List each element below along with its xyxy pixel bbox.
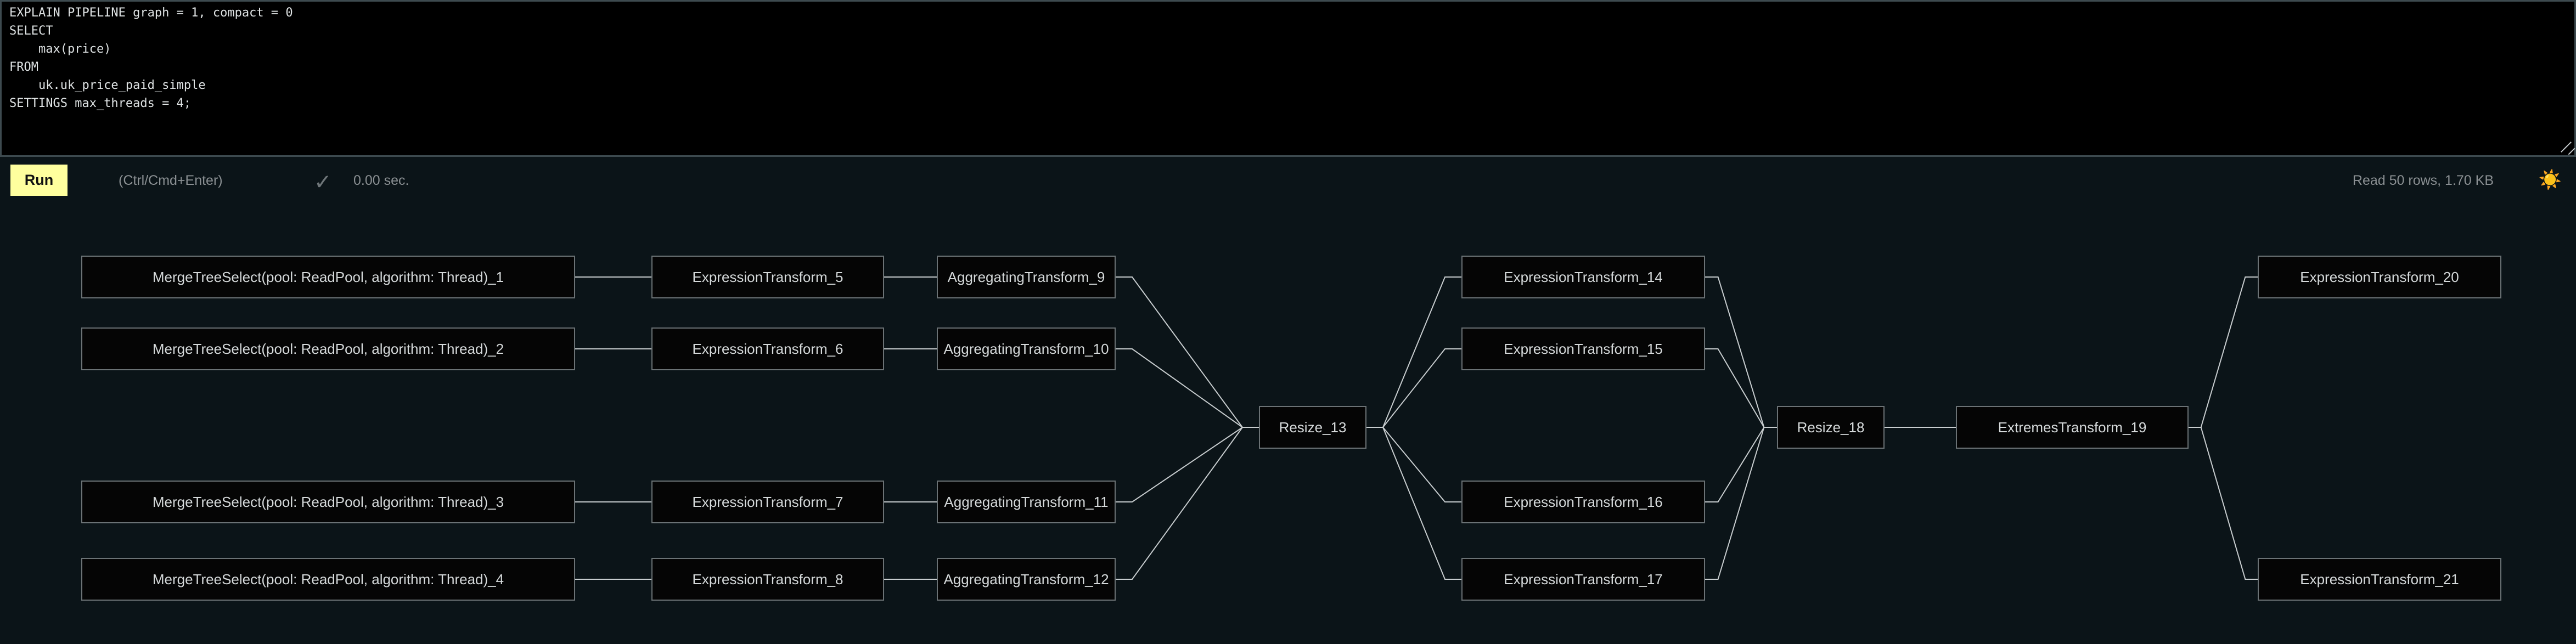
- graph-node-label: AggregatingTransform_10: [943, 340, 1109, 357]
- graph-node[interactable]: MergeTreeSelect(pool: ReadPool, algorith…: [81, 558, 575, 601]
- query-editor-panel: [0, 0, 2576, 157]
- graph-node[interactable]: ExpressionTransform_21: [2258, 558, 2501, 601]
- graph-node[interactable]: ExpressionTransform_5: [651, 256, 884, 298]
- sun-icon[interactable]: ☀️: [2538, 170, 2562, 190]
- graph-node-label: ExpressionTransform_21: [2300, 570, 2459, 587]
- graph-node-label: ExpressionTransform_14: [1504, 268, 1663, 285]
- graph-node[interactable]: AggregatingTransform_10: [937, 327, 1116, 370]
- graph-edge: [1705, 276, 1777, 428]
- run-button[interactable]: Run: [10, 165, 68, 196]
- graph-node-label: ExpressionTransform_16: [1504, 493, 1663, 510]
- graph-node-label: ExpressionTransform_7: [692, 493, 843, 510]
- query-toolbar: Run (Ctrl/Cmd+Enter) ✓ 0.00 sec. Read 50…: [0, 157, 2576, 206]
- graph-node-label: ExpressionTransform_20: [2300, 268, 2459, 285]
- graph-node[interactable]: ExtremesTransform_19: [1956, 406, 2189, 449]
- graph-node[interactable]: ExpressionTransform_8: [651, 558, 884, 601]
- graph-node[interactable]: AggregatingTransform_11: [937, 481, 1116, 523]
- graph-edge: [1116, 427, 1259, 502]
- graph-edge: [1116, 427, 1259, 580]
- graph-node-label: MergeTreeSelect(pool: ReadPool, algorith…: [152, 268, 504, 285]
- graph-node-label: MergeTreeSelect(pool: ReadPool, algorith…: [152, 493, 504, 510]
- graph-node[interactable]: ExpressionTransform_7: [651, 481, 884, 523]
- graph-edge: [1366, 276, 1461, 428]
- graph-node[interactable]: Resize_13: [1259, 406, 1366, 449]
- graph-node[interactable]: ExpressionTransform_16: [1461, 481, 1705, 523]
- graph-node-label: ExpressionTransform_8: [692, 570, 843, 587]
- graph-edges: [575, 276, 2258, 580]
- graph-node-label: ExpressionTransform_15: [1504, 340, 1663, 357]
- graph-node-label: AggregatingTransform_11: [944, 493, 1109, 510]
- graph-node-label: ExpressionTransform_6: [692, 340, 843, 357]
- graph-node[interactable]: ExpressionTransform_20: [2258, 256, 2501, 298]
- success-check-icon: ✓: [314, 171, 332, 194]
- graph-node[interactable]: AggregatingTransform_12: [937, 558, 1116, 601]
- graph-node-label: ExpressionTransform_5: [692, 268, 843, 285]
- graph-node[interactable]: AggregatingTransform_9: [937, 256, 1116, 298]
- graph-edge: [1366, 427, 1461, 502]
- graph-node[interactable]: ExpressionTransform_15: [1461, 327, 1705, 370]
- graph-node[interactable]: ExpressionTransform_14: [1461, 256, 1705, 298]
- graph-node[interactable]: MergeTreeSelect(pool: ReadPool, algorith…: [81, 327, 575, 370]
- graph-node[interactable]: ExpressionTransform_6: [651, 327, 884, 370]
- graph-node[interactable]: ExpressionTransform_17: [1461, 558, 1705, 601]
- graph-node[interactable]: MergeTreeSelect(pool: ReadPool, algorith…: [81, 481, 575, 523]
- graph-edge: [1366, 348, 1461, 428]
- graph-node-label: MergeTreeSelect(pool: ReadPool, algorith…: [152, 570, 504, 587]
- graph-node-label: ExpressionTransform_17: [1504, 570, 1663, 587]
- graph-edge: [2189, 427, 2258, 580]
- graph-edge: [1116, 348, 1259, 428]
- read-stats-label: Read 50 rows, 1.70 KB: [2352, 173, 2494, 188]
- graph-edge: [1705, 348, 1777, 428]
- graph-node-label: AggregatingTransform_9: [947, 268, 1105, 285]
- graph-node-label: ExtremesTransform_19: [1998, 419, 2147, 436]
- graph-node[interactable]: MergeTreeSelect(pool: ReadPool, algorith…: [81, 256, 575, 298]
- sql-query-input[interactable]: [2, 2, 2574, 155]
- graph-edge: [1366, 427, 1461, 580]
- graph-node-label: AggregatingTransform_12: [943, 570, 1109, 587]
- elapsed-time-label: 0.00 sec.: [353, 173, 409, 188]
- pipeline-graph[interactable]: MergeTreeSelect(pool: ReadPool, algorith…: [0, 206, 2576, 644]
- graph-node[interactable]: Resize_18: [1777, 406, 1885, 449]
- run-shortcut-hint: (Ctrl/Cmd+Enter): [119, 173, 223, 188]
- graph-node-label: Resize_13: [1279, 419, 1347, 436]
- graph-node-label: Resize_18: [1797, 419, 1865, 436]
- graph-edge: [1705, 427, 1777, 580]
- graph-edge: [1705, 427, 1777, 502]
- graph-node-label: MergeTreeSelect(pool: ReadPool, algorith…: [152, 340, 504, 357]
- graph-edge: [2189, 276, 2258, 428]
